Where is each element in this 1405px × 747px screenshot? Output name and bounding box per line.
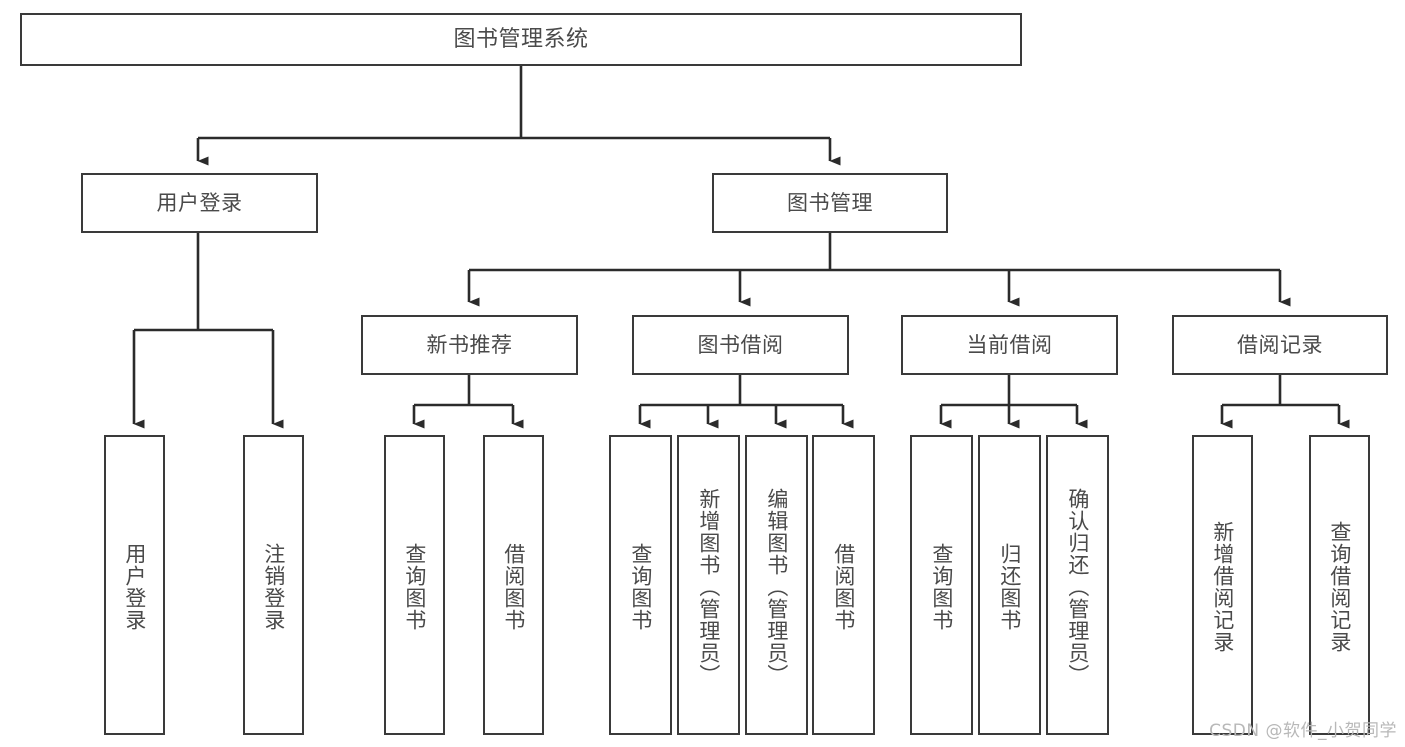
node-book-borrow-label: 图书借阅 [697,332,784,357]
node-leaf-query-record-label: 查询借阅记录 [1327,521,1352,653]
node-leaf-borrow-book-1-label: 借阅图书 [501,543,526,631]
node-new-book-recommend[interactable]: 新书推荐 [361,315,578,375]
node-user-login[interactable]: 用户登录 [81,173,318,233]
watermark: CSDN @软件_小贺同学 [1209,721,1397,741]
node-borrow-record[interactable]: 借阅记录 [1172,315,1388,375]
node-leaf-edit-book[interactable]: 编辑图书（管理员） [745,435,808,735]
node-leaf-query-book-2[interactable]: 查询图书 [609,435,672,735]
node-leaf-add-record-label: 新增借阅记录 [1210,521,1235,653]
node-leaf-borrow-book-2-label: 借阅图书 [831,543,856,631]
node-current-borrow[interactable]: 当前借阅 [901,315,1118,375]
node-borrow-record-label: 借阅记录 [1237,332,1323,357]
node-leaf-return-book[interactable]: 归还图书 [978,435,1041,735]
node-leaf-add-book[interactable]: 新增图书（管理员） [677,435,740,735]
node-leaf-query-record[interactable]: 查询借阅记录 [1309,435,1370,735]
node-leaf-confirm-return-label: 确认归还（管理员） [1065,488,1090,686]
node-user-login-label: 用户登录 [156,190,243,215]
node-leaf-user-login[interactable]: 用户登录 [104,435,165,735]
node-leaf-return-book-label: 归还图书 [997,543,1022,631]
node-current-borrow-label: 当前借阅 [966,332,1053,357]
node-leaf-query-book-1[interactable]: 查询图书 [384,435,445,735]
node-book-manage-label: 图书管理 [787,190,873,215]
node-book-manage[interactable]: 图书管理 [712,173,948,233]
node-leaf-borrow-book-2[interactable]: 借阅图书 [812,435,875,735]
node-leaf-confirm-return[interactable]: 确认归还（管理员） [1046,435,1109,735]
node-root-label: 图书管理系统 [453,26,589,52]
node-leaf-query-book-3[interactable]: 查询图书 [910,435,973,735]
node-book-borrow[interactable]: 图书借阅 [632,315,849,375]
node-leaf-user-logout-label: 注销登录 [261,543,286,631]
node-new-book-recommend-label: 新书推荐 [426,332,513,357]
node-leaf-query-book-3-label: 查询图书 [929,543,954,631]
node-leaf-query-book-2-label: 查询图书 [628,543,653,631]
node-leaf-user-login-label: 用户登录 [122,543,147,631]
node-leaf-add-record[interactable]: 新增借阅记录 [1192,435,1253,735]
node-leaf-borrow-book-1[interactable]: 借阅图书 [483,435,544,735]
node-leaf-query-book-1-label: 查询图书 [402,543,427,631]
node-root[interactable]: 图书管理系统 [20,13,1022,66]
node-leaf-edit-book-label: 编辑图书（管理员） [764,488,789,686]
node-leaf-add-book-label: 新增图书（管理员） [696,488,721,686]
node-leaf-user-logout[interactable]: 注销登录 [243,435,304,735]
